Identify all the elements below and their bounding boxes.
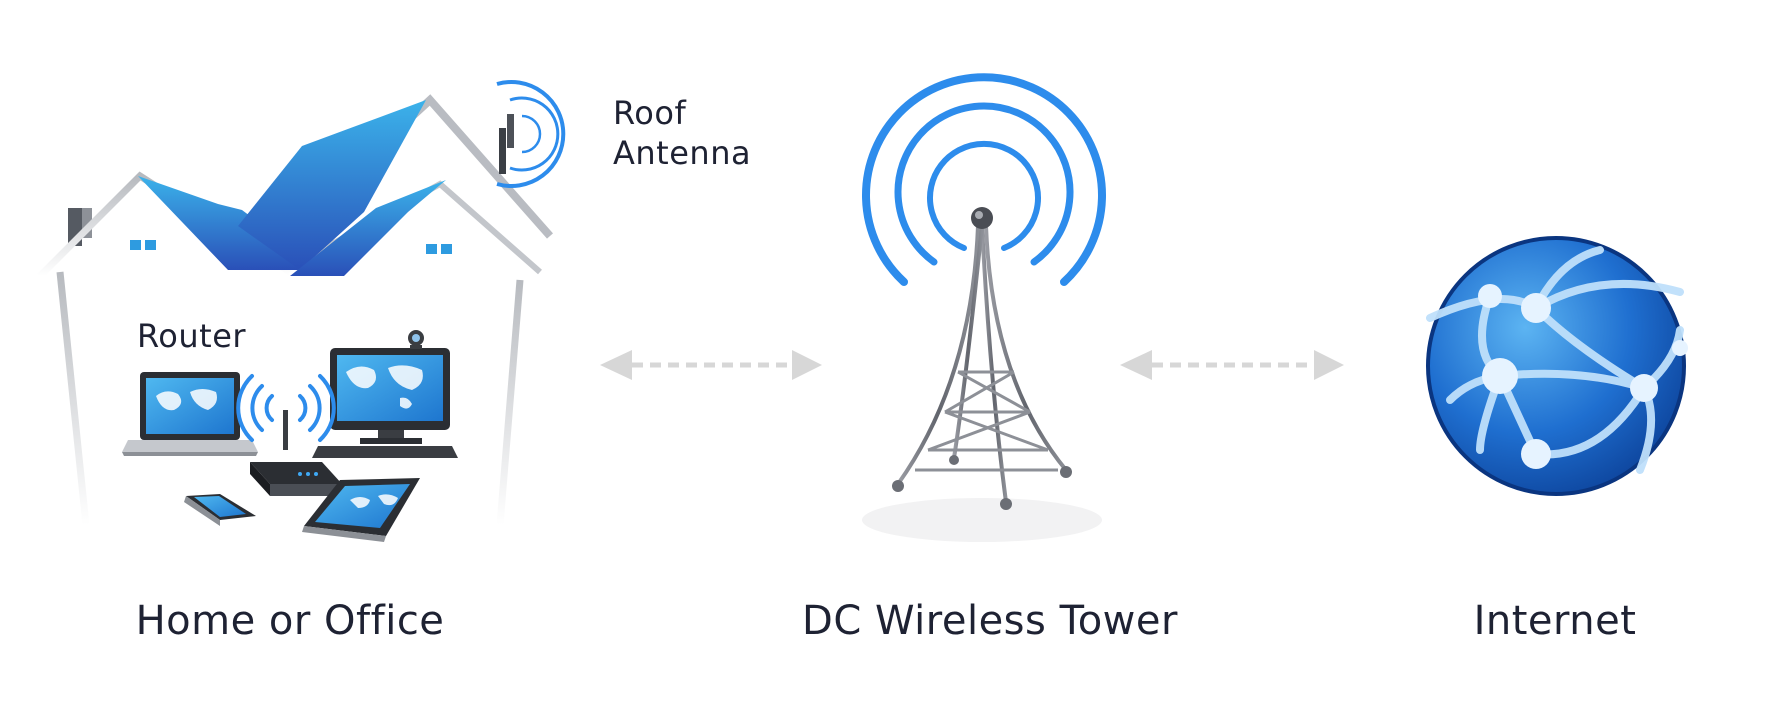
signal-waves-icon bbox=[862, 73, 1106, 286]
bidirectional-arrow-icon bbox=[1120, 350, 1344, 380]
desktop-monitor-icon bbox=[312, 348, 458, 458]
radio-tower-icon bbox=[862, 207, 1102, 542]
roof-antenna-label: Roof Antenna bbox=[613, 93, 751, 173]
router-label: Router bbox=[137, 317, 247, 355]
smartphone-icon bbox=[184, 494, 256, 526]
tablet-icon bbox=[302, 478, 420, 542]
roof-antenna-icon bbox=[496, 80, 566, 188]
internet-label: Internet bbox=[1473, 598, 1637, 644]
router-icon bbox=[250, 410, 342, 496]
webcam-icon bbox=[408, 330, 424, 349]
home-or-office-label: Home or Office bbox=[135, 598, 445, 644]
house-icon bbox=[37, 94, 553, 526]
globe-network-icon bbox=[1426, 236, 1688, 496]
roof-antenna-label-line1: Roof bbox=[613, 94, 687, 132]
roof-antenna-label-line2: Antenna bbox=[613, 134, 752, 172]
tower-label: DC Wireless Tower bbox=[802, 598, 1178, 644]
bidirectional-arrow-icon bbox=[600, 350, 822, 380]
laptop-icon bbox=[122, 372, 258, 456]
wifi-waves-icon bbox=[236, 374, 336, 442]
